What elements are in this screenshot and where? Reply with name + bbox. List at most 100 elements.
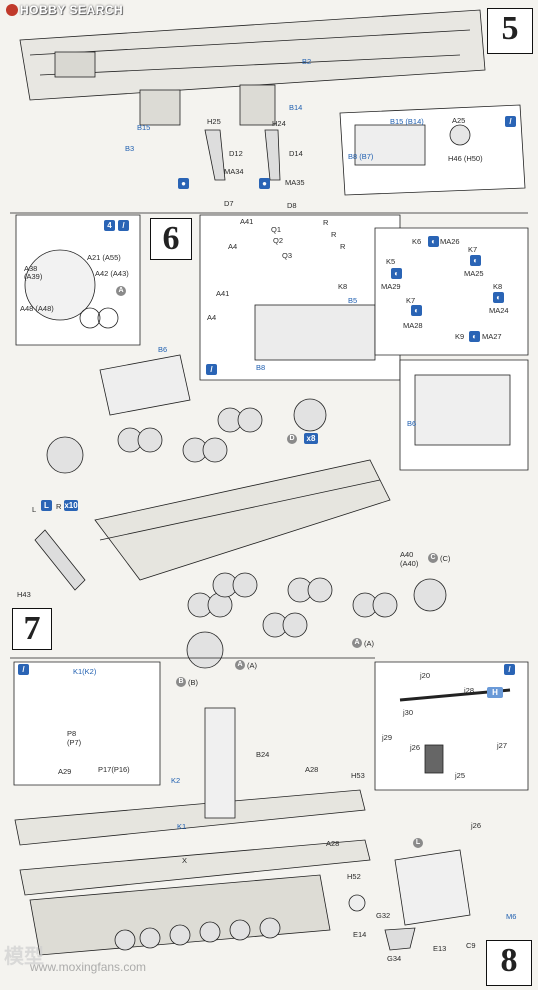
glue-icon: / <box>118 220 129 231</box>
part-label: D8 <box>287 201 297 210</box>
part-label: D14 <box>289 149 303 158</box>
watermark-url: www.moxingfans.com <box>30 960 147 974</box>
part-label: A42 (A43) <box>95 269 129 278</box>
part-label: j20 <box>420 671 431 680</box>
part-label: j30 <box>403 708 414 717</box>
hobby-search-logo: HOBBY SEARCH <box>6 3 123 17</box>
part-label: A28 <box>305 765 319 774</box>
part-label: B15 (B14) <box>390 117 424 126</box>
part-label: D7 <box>224 199 234 208</box>
part-label: MA29 <box>381 282 401 291</box>
callout-a-icon: A <box>352 638 362 648</box>
part-label: A28 <box>326 839 340 848</box>
part-label: L <box>32 505 37 514</box>
part-label: (A40) <box>400 559 419 568</box>
x8-count-icon: x8 <box>304 433 318 444</box>
callout-a-icon: A <box>235 660 245 670</box>
part-label: R <box>340 242 346 251</box>
callout-c-icon: C <box>428 553 438 563</box>
decal-icon: ◐ <box>411 305 422 316</box>
part-label: H52 <box>347 872 361 881</box>
part-label: E13 <box>433 944 447 953</box>
part-label: K9 <box>455 332 465 341</box>
photo-etch-icon: H <box>487 687 503 698</box>
part-label: K1(K2) <box>73 667 97 676</box>
part-label: MA27 <box>482 332 502 341</box>
part-label: B5 <box>348 296 358 305</box>
step-7-number: 7 <box>12 608 52 650</box>
part-label: (B) <box>188 678 198 687</box>
part-label: R <box>56 502 62 511</box>
part-label: A4 <box>207 313 217 322</box>
decal-icon: ◐ <box>428 236 439 247</box>
part-label: H25 <box>207 117 221 126</box>
part-label: K5 <box>386 257 396 266</box>
part-label: K8 <box>493 282 503 291</box>
callout-a-icon: A <box>116 286 126 296</box>
part-label: (C) <box>440 554 451 563</box>
part-label: B8 <box>256 363 266 372</box>
part-label: j26 <box>471 821 482 830</box>
part-label: B15 <box>137 123 151 132</box>
glue-icon: / <box>504 664 515 675</box>
part-label: B6 <box>158 345 168 354</box>
part-label: (A39) <box>24 272 43 281</box>
part-label: K7 <box>468 245 478 254</box>
part-label: (A) <box>247 661 257 670</box>
callout-b-icon: B <box>176 677 186 687</box>
part-label: A25 <box>452 116 466 125</box>
part-label: A48 (A48) <box>20 304 54 313</box>
part-label: A41 <box>216 289 230 298</box>
part-label: B6 <box>407 419 417 428</box>
part-label: A4 <box>228 242 238 251</box>
part-label: MA35 <box>285 178 305 187</box>
step-8-number: 8 <box>486 940 532 986</box>
glue-icon: / <box>18 664 29 675</box>
part-label: X <box>182 856 188 865</box>
decal-icon: ◐ <box>493 292 504 303</box>
part-label: A21 (A55) <box>87 253 121 262</box>
part-label: H53 <box>351 771 365 780</box>
part-label: MA24 <box>489 306 509 315</box>
glue-icon: / <box>505 116 516 127</box>
part-label: A38 <box>24 264 38 273</box>
part-label: H46 (H50) <box>448 154 483 163</box>
part-label: Q1 <box>271 225 282 234</box>
part-label: j26 <box>410 743 421 752</box>
part-label: K1 <box>177 822 187 831</box>
part-label: K8 <box>338 282 348 291</box>
paint-icon: ● <box>178 178 189 189</box>
x10-count-icon: x10 <box>64 500 78 511</box>
part-label: j28 <box>464 686 475 695</box>
part-label: G32 <box>376 911 391 920</box>
part-label: K2 <box>171 776 181 785</box>
left-side-icon: L <box>41 500 52 511</box>
callout-l-icon: L <box>413 838 423 848</box>
part-label: C9 <box>466 941 476 950</box>
part-label: P8 <box>67 729 77 738</box>
part-label: H43 <box>17 590 31 599</box>
part-label: R <box>331 230 337 239</box>
part-label: j29 <box>382 733 393 742</box>
part-label: Q2 <box>273 236 284 245</box>
part-label: B3 <box>125 144 135 153</box>
decal-icon: ◐ <box>470 255 481 266</box>
part-label: P17(P16) <box>98 765 130 774</box>
step-5-number: 5 <box>487 8 533 54</box>
x4-icon: 4 <box>104 220 115 231</box>
part-label: A29 <box>58 767 72 776</box>
part-label: H24 <box>272 119 286 128</box>
part-label: K6 <box>412 237 422 246</box>
part-label: K7 <box>406 296 416 305</box>
part-label: A41 <box>240 217 254 226</box>
paint-icon: ● <box>259 178 270 189</box>
part-label: B2 <box>302 57 312 66</box>
decal-icon: ◐ <box>469 331 480 342</box>
part-label: MA34 <box>224 167 244 176</box>
step-6-number: 6 <box>150 218 192 260</box>
glue-icon: / <box>206 364 217 375</box>
part-label: R <box>323 218 329 227</box>
part-label: G34 <box>387 954 402 963</box>
part-label: B8 (B7) <box>348 152 374 161</box>
